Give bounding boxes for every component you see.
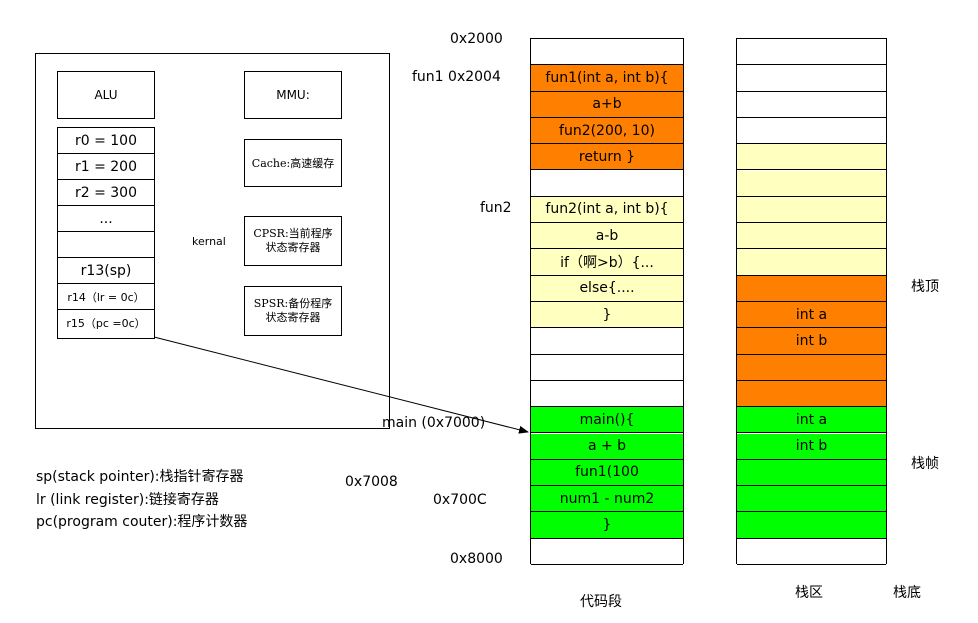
stack-cell [737, 275, 886, 302]
cpsr-label: CPSR:当前程序状态寄存器 [253, 227, 333, 254]
addr-fun1: fun1 0x2004 [412, 69, 501, 85]
code-segment-cell: a+b [531, 91, 683, 118]
code-segment-cell [531, 538, 683, 565]
code-segment-cell [531, 354, 683, 381]
register-r13: r13(sp) [58, 258, 154, 284]
code-segment-cell: if（啊>b）{... [531, 249, 683, 276]
stack-area-label: 栈区 [795, 585, 823, 601]
register-r1: r1 = 200 [58, 154, 154, 180]
addr-0x7008: 0x7008 [345, 474, 398, 490]
cpu-box [35, 53, 390, 429]
stack-cell [737, 170, 886, 197]
code-segment-cell [531, 39, 683, 66]
code-segment-cell: } [531, 302, 683, 329]
code-segment-cell: fun1(int a, int b){ [531, 65, 683, 92]
alu-label: ALU [94, 88, 118, 102]
stack-cell [737, 65, 886, 92]
spsr-label: SPSR:备份程序状态寄存器 [253, 297, 333, 324]
code-segment-cell [531, 170, 683, 197]
code-segment-cell: } [531, 512, 683, 539]
cache-box: Cache:高速缓存 [244, 139, 342, 187]
stack-cell [737, 249, 886, 276]
stack-cell: int b [737, 433, 886, 460]
legend-sp: sp(stack pointer):栈指针寄存器 [36, 469, 244, 485]
stack-bottom-label: 栈底 [893, 585, 921, 601]
legend-lr: lr (link register):链接寄存器 [36, 492, 219, 508]
code-segment-cell: num1 - num2 [531, 486, 683, 513]
cpsr-box: CPSR:当前程序状态寄存器 [244, 216, 342, 266]
stack-cell: int a [737, 302, 886, 329]
code-segment-cell: else{.... [531, 275, 683, 302]
code-segment-cell: return } [531, 144, 683, 171]
stack-cell [737, 39, 886, 66]
register-ellipsis: ... [58, 206, 154, 232]
stack-cell [737, 91, 886, 118]
register-r14: r14（lr = 0c） [58, 284, 154, 310]
code-segment-label: 代码段 [580, 594, 622, 610]
code-segment-cell: fun2(int a, int b){ [531, 196, 683, 224]
code-segment-cell: a-b [531, 223, 683, 250]
code-segment-cell: a + b [531, 433, 683, 460]
stack-cell: int a [737, 407, 886, 434]
stack-cell [737, 223, 886, 250]
legend-pc: pc(program couter):程序计数器 [36, 514, 248, 530]
register-r0: r0 = 100 [58, 128, 154, 154]
register-r2: r2 = 300 [58, 180, 154, 206]
alu-box: ALU [57, 71, 155, 119]
stack-cell [737, 486, 886, 513]
addr-0x2000: 0x2000 [450, 31, 503, 47]
register-file: r0 = 100 r1 = 200 r2 = 300 ... r13(sp) r… [57, 127, 155, 339]
stack-cell [737, 512, 886, 539]
stack-cell [737, 354, 886, 381]
mmu-label: MMU: [276, 88, 310, 102]
spsr-box: SPSR:备份程序状态寄存器 [244, 286, 342, 336]
code-segment-cell [531, 328, 683, 355]
register-r15: r15（pc =0c） [66, 317, 146, 330]
code-segment-cell: fun2(200, 10) [531, 117, 683, 145]
kernal-label: kernal [192, 235, 226, 248]
register-blank [58, 232, 154, 258]
stack-cell [737, 538, 886, 565]
code-segment-cell: fun1(100 [531, 459, 683, 487]
addr-fun2: fun2 [480, 200, 512, 216]
stack-cell [737, 117, 886, 145]
code-segment-cell: main(){ [531, 407, 683, 434]
stack-top-label: 栈顶 [911, 279, 939, 295]
stack-cell [737, 196, 886, 224]
code-segment-cell [531, 380, 683, 408]
mmu-box: MMU: [244, 71, 342, 119]
cache-label: Cache:高速缓存 [251, 157, 335, 170]
addr-0x8000: 0x8000 [450, 551, 503, 567]
addr-main: main (0x7000) [382, 415, 486, 431]
stack-cell [737, 144, 886, 171]
stack-cell [737, 380, 886, 408]
stack-frame-label: 栈帧 [911, 456, 939, 472]
stack-cell: int b [737, 328, 886, 355]
stack-cell [737, 459, 886, 487]
addr-0x700c: 0x700C [433, 492, 487, 508]
